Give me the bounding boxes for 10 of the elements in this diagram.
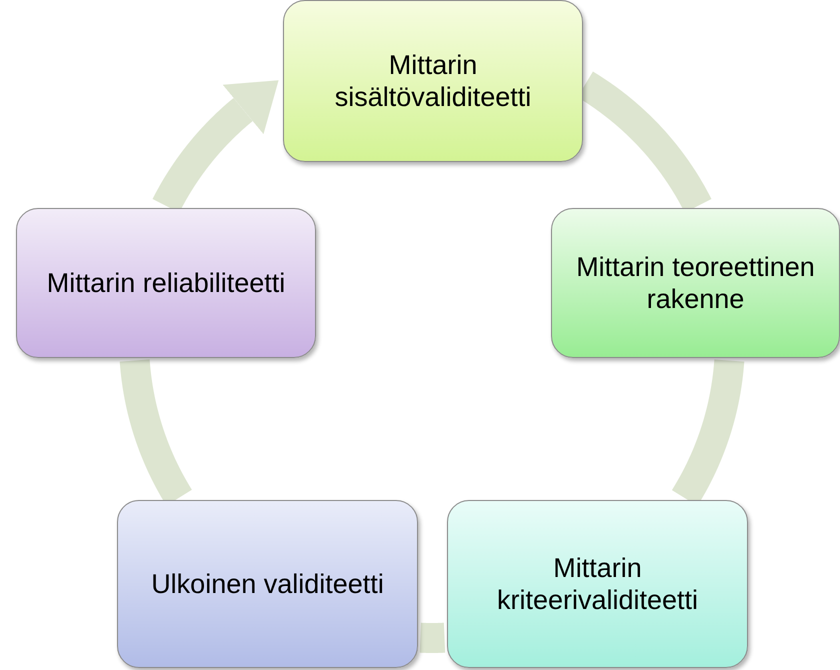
- process-box: [447, 500, 748, 668]
- box-label: Mittarin reliabiliteetti: [46, 266, 286, 300]
- process-box: [16, 208, 316, 358]
- box-label: Mittarin teoreettinen rakenne: [575, 250, 816, 316]
- process-box: [117, 500, 418, 668]
- box-label: Mittarin kriteerivaliditeetti: [496, 552, 700, 616]
- process-box: [551, 208, 840, 358]
- box-label: Mittarin sisältövaliditeetti: [334, 48, 532, 114]
- box-label: Ulkoinen validiteetti: [151, 568, 384, 600]
- process-box: [283, 0, 583, 162]
